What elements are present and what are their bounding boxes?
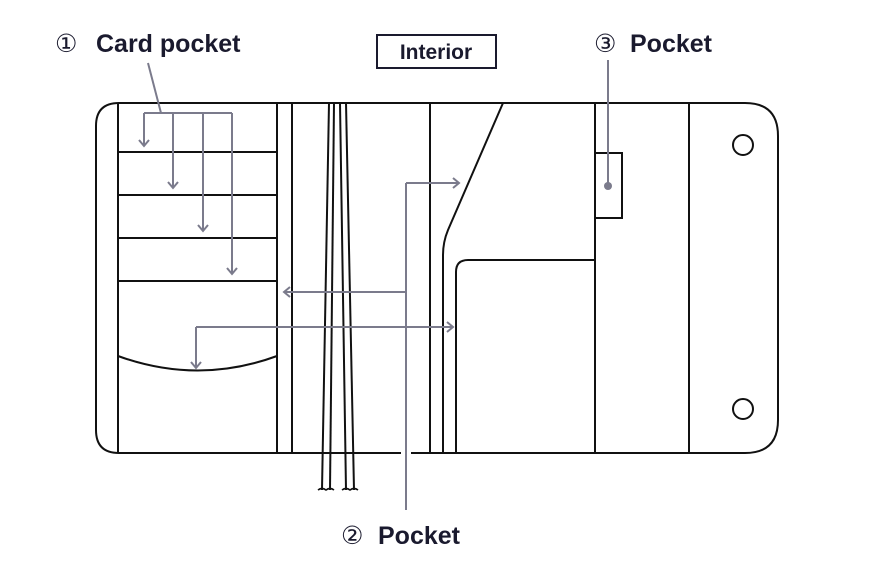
title-label: Interior [400, 41, 472, 64]
wallet-outline [95, 102, 779, 491]
callout-arrows [138, 60, 609, 510]
label-pocket-3: ③ Pocket [594, 29, 713, 58]
label-pocket-2: ② Pocket [341, 521, 461, 550]
label-card-pocket-text: Card pocket [96, 30, 241, 58]
pocket-3-dot [604, 182, 612, 190]
label-card-pocket-number: ① [55, 29, 77, 58]
label-pocket-2-text: Pocket [378, 522, 461, 550]
inner-pocket [455, 259, 595, 453]
slanted-pocket-edge [442, 102, 504, 453]
bookmark-ribbons [317, 102, 359, 491]
card-pocket-leader [147, 62, 162, 114]
label-pocket-3-number: ③ [594, 29, 616, 58]
title-box [376, 34, 497, 69]
label-pocket-2-number: ② [341, 521, 363, 550]
snap-hole-bottom [732, 398, 754, 420]
wallet-body [95, 102, 779, 454]
label-pocket-3-text: Pocket [630, 30, 713, 58]
snap-hole-top [732, 134, 754, 156]
curved-pocket-edge [117, 355, 278, 372]
label-card-pocket: ① Card pocket [55, 29, 241, 58]
